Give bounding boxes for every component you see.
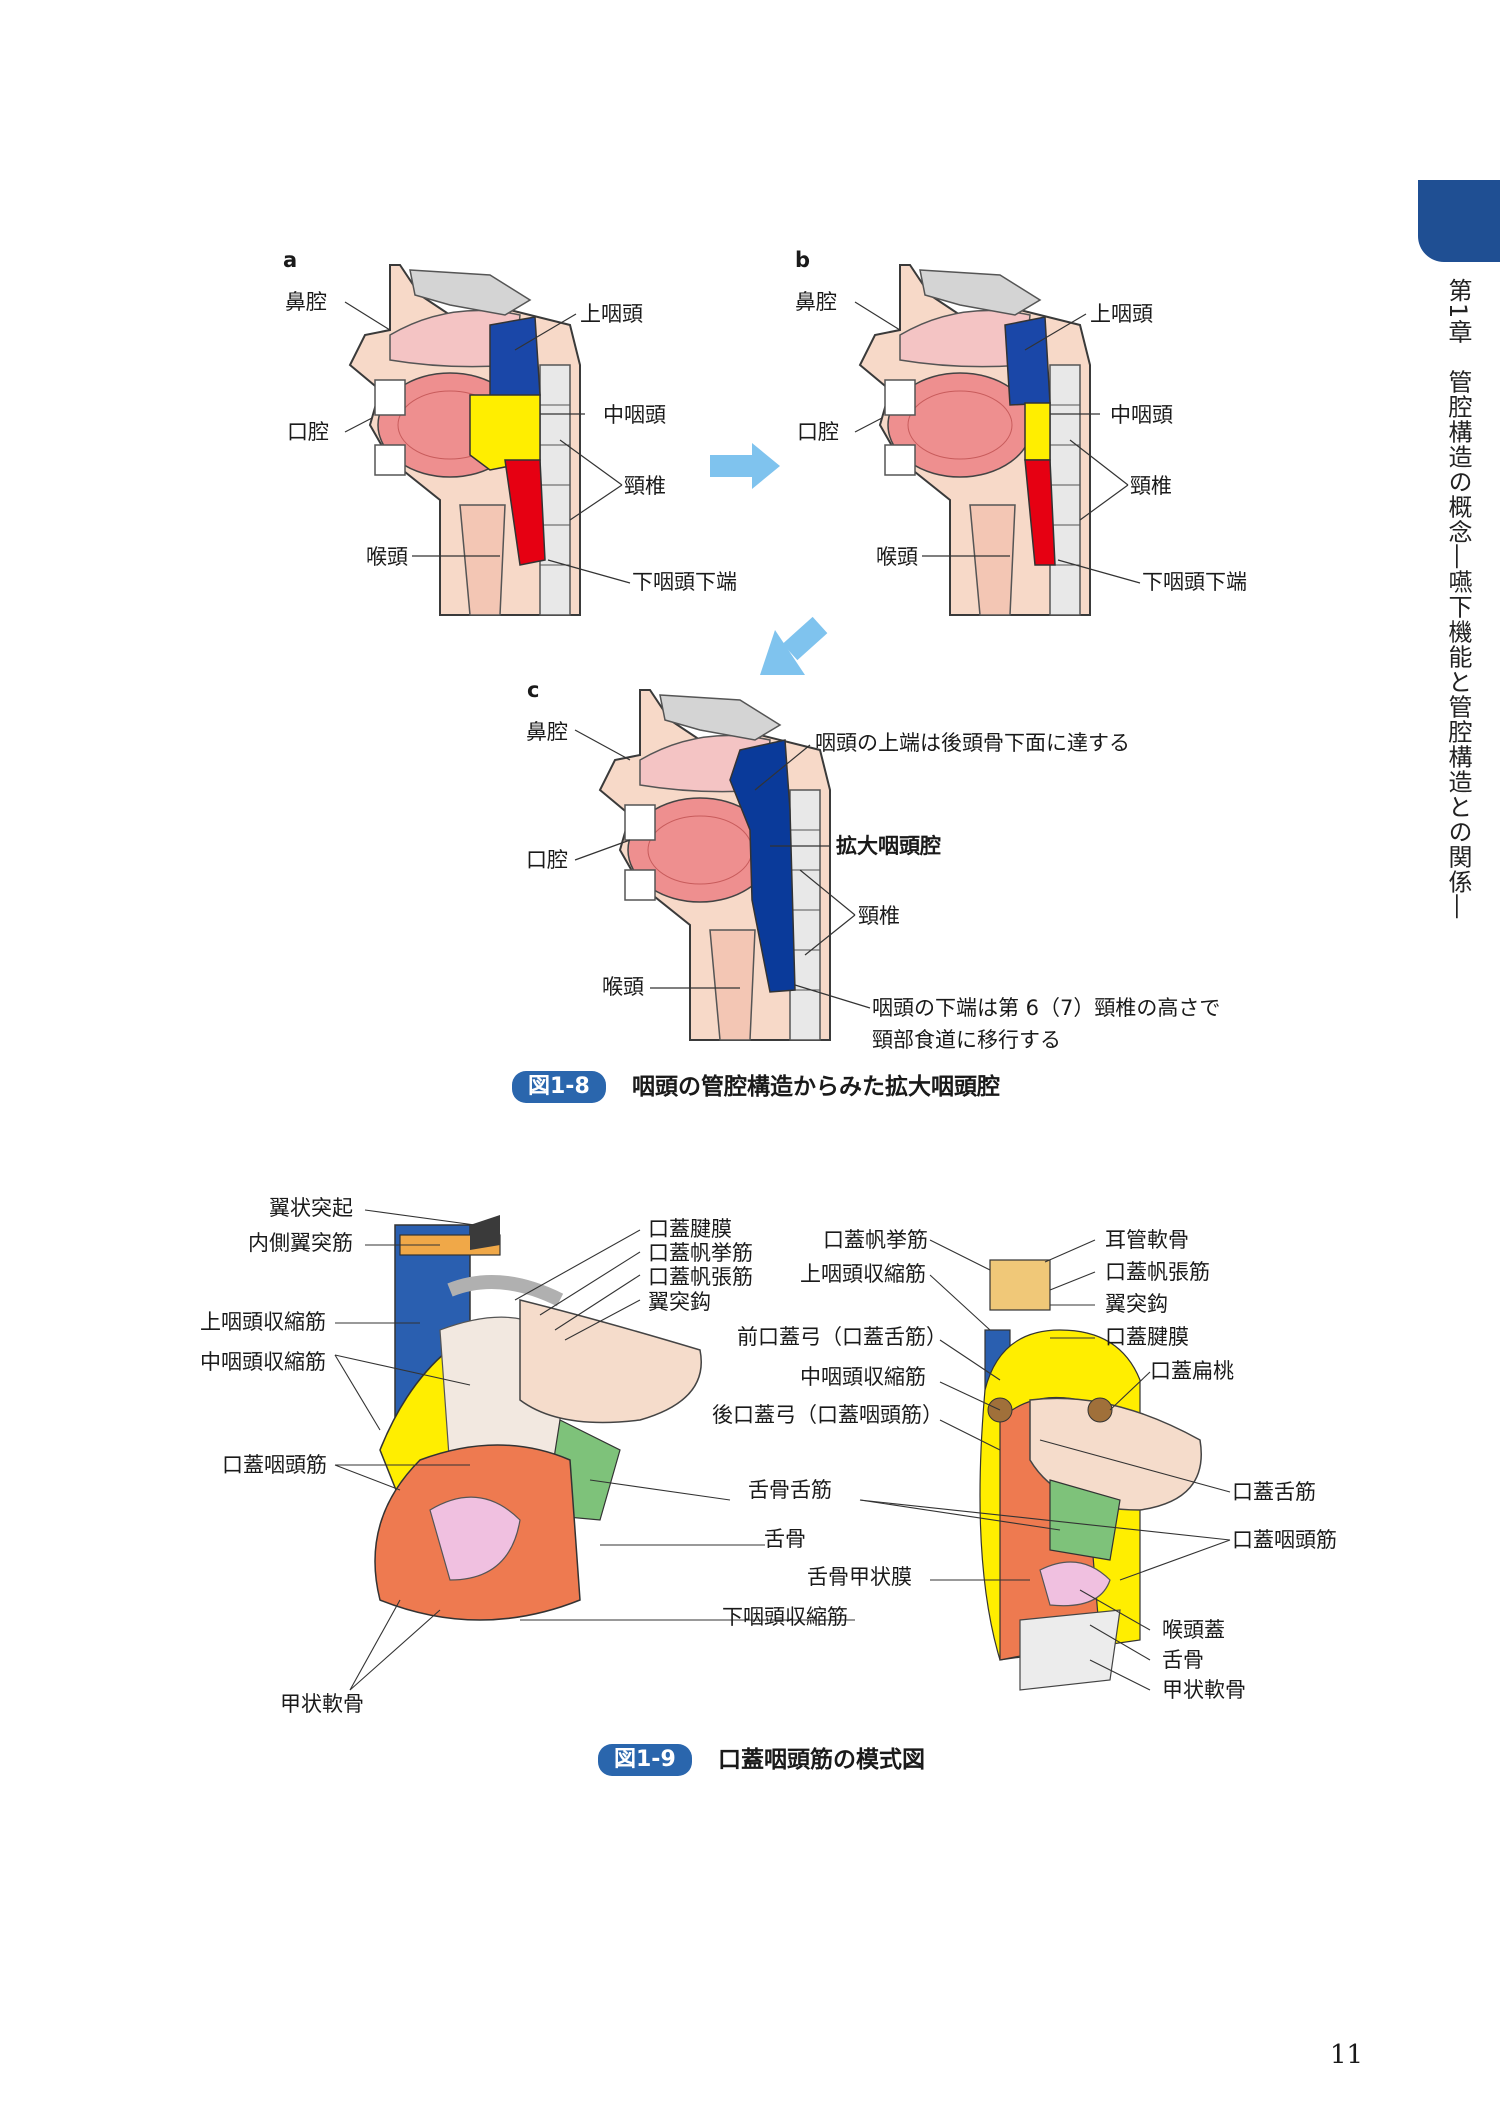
panel-c-letter: c	[527, 678, 540, 702]
panel-a-upper-pharynx: 上咽頭	[580, 302, 643, 326]
fig19-tensor-veli-right: 口蓋帆張筋	[1105, 1260, 1210, 1284]
panel-c-cervical-vertebrae: 頸椎	[858, 904, 900, 928]
fig19-leaders	[334, 1209, 1231, 1691]
fig19-thyroid-cartilage-right: 甲状軟骨	[1162, 1678, 1246, 1702]
panel-a-larynx: 喉頭	[366, 545, 408, 569]
panel-b-letter: b	[795, 248, 811, 272]
panel-b-oral-cavity: 口腔	[797, 420, 839, 444]
fig19-tensor-veli: 口蓋帆張筋	[648, 1265, 753, 1289]
chapter-title: 第1章 管腔構造の概念―嚥下機能と管腔構造との関係―	[1444, 278, 1472, 920]
panel-c-expanded: 拡大咽頭腔	[836, 834, 941, 858]
fig19-palatopharyngeus-right: 口蓋咽頭筋	[1232, 1528, 1337, 1552]
figure-1-8-caption: 咽頭の管腔構造からみた拡大咽頭腔	[632, 1074, 1000, 1100]
arrow-right-icon	[710, 443, 780, 489]
fig19-inf-constrictor: 下咽頭収縮筋	[722, 1605, 848, 1629]
fig19-thyroid-cartilage-left: 甲状軟骨	[280, 1692, 364, 1716]
fig19-mid-constrictor-center: 中咽頭収縮筋	[800, 1365, 926, 1389]
fig19-hyoglossus: 舌骨舌筋	[748, 1478, 832, 1502]
panel-b-leaders	[854, 301, 1141, 584]
panel-a-cervical-vertebrae: 頸椎	[624, 474, 666, 498]
fig19-sup-constrictor-left: 上咽頭収縮筋	[200, 1310, 326, 1334]
panel-c-lower-end-line2: 頸部食道に移行する	[872, 1028, 1061, 1052]
panel-a-leaders	[344, 301, 631, 584]
fig19-post-arch: 後口蓋弓（口蓋咽頭筋）	[712, 1403, 943, 1427]
page-number: 11	[1330, 2040, 1364, 2070]
panel-b-cervical-vertebrae: 頸椎	[1130, 474, 1172, 498]
fig19-right-illustration	[979, 1259, 1202, 1691]
panel-c-nasal-cavity: 鼻腔	[526, 720, 568, 744]
fig19-sup-constrictor-right: 上咽頭収縮筋	[800, 1262, 926, 1286]
panel-c-upper-end: 咽頭の上端は後頭骨下面に達する	[815, 731, 1130, 755]
panel-b-larynx: 喉頭	[876, 545, 918, 569]
fig19-tonsil: 口蓋扁桃	[1150, 1359, 1234, 1383]
panel-a-lower-pharynx-end: 下咽頭下端	[632, 570, 737, 594]
fig19-palatine-aponeurosis: 口蓋腱膜	[648, 1217, 732, 1241]
fig19-tubal-cartilage: 耳管軟骨	[1105, 1228, 1189, 1252]
panel-b-illustration	[859, 264, 1091, 616]
panel-a-nasal-cavity: 鼻腔	[285, 290, 327, 314]
fig19-palatopharyngeus-left: 口蓋咽頭筋	[222, 1453, 327, 1477]
fig19-epiglottis: 喉頭蓋	[1162, 1618, 1225, 1642]
panel-b-lower-pharynx-end: 下咽頭下端	[1142, 570, 1247, 594]
fig19-hyoid-right: 舌骨	[1162, 1648, 1204, 1672]
panel-a-letter: a	[283, 248, 298, 272]
panel-c-larynx: 喉頭	[602, 975, 644, 999]
panel-c-oral-cavity: 口腔	[526, 848, 568, 872]
fig19-palatine-aponeurosis-right: 口蓋腱膜	[1105, 1325, 1189, 1349]
fig19-palatoglossus: 口蓋舌筋	[1232, 1480, 1316, 1504]
figure-1-9-badge: 図1-9	[598, 1744, 692, 1777]
fig19-medial-pterygoid: 内側翼突筋	[248, 1231, 353, 1255]
fig19-hyoid-center: 舌骨	[764, 1527, 806, 1551]
panel-c-leaders	[574, 729, 871, 1009]
arrow-down-left-icon	[760, 616, 828, 675]
figure-1-8-badge: 図1-8	[512, 1071, 606, 1104]
chapter-tab	[1418, 180, 1500, 262]
fig19-hamulus: 翼突鈎	[648, 1290, 711, 1314]
panel-a-middle-pharynx: 中咽頭	[603, 403, 666, 427]
panel-b-upper-pharynx: 上咽頭	[1090, 302, 1153, 326]
panel-b-middle-pharynx: 中咽頭	[1110, 403, 1173, 427]
fig19-mid-constrictor-left: 中咽頭収縮筋	[200, 1350, 326, 1374]
panel-a-oral-cavity: 口腔	[287, 420, 329, 444]
fig19-left-illustration	[374, 1215, 702, 1621]
figure-1-9-caption: 口蓋咽頭筋の模式図	[718, 1747, 925, 1773]
fig19-ant-arch: 前口蓋弓（口蓋舌筋）	[737, 1325, 947, 1349]
fig19-pterygoid-process: 翼状突起	[269, 1196, 353, 1220]
panel-c-lower-end-line1: 咽頭の下端は第 6（7）頸椎の高さで	[872, 996, 1221, 1020]
panel-a-illustration	[349, 264, 581, 616]
panel-b-nasal-cavity: 鼻腔	[795, 290, 837, 314]
fig19-hamulus-right: 翼突鈎	[1105, 1292, 1168, 1316]
fig19-levator-veli: 口蓋帆挙筋	[648, 1241, 753, 1265]
fig19-levator-veli-right: 口蓋帆挙筋	[823, 1228, 928, 1252]
fig19-thyrohyoid-membrane: 舌骨甲状膜	[807, 1565, 912, 1589]
